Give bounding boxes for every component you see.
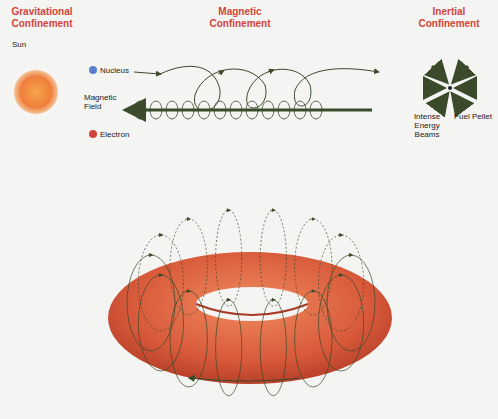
electron-dot	[89, 130, 97, 138]
nucleus-dot	[89, 66, 97, 74]
field-label: Magnetic Field	[84, 93, 124, 111]
nucleus-arrow	[134, 72, 160, 74]
heading: Magnetic Confinement	[190, 6, 290, 29]
heading: Inertial Confinement	[404, 6, 494, 29]
sun-label: Sun	[12, 40, 42, 49]
path-arrow	[268, 70, 273, 72]
torus	[108, 252, 392, 384]
nucleus-label: Nucleus	[100, 66, 150, 75]
field-lines	[127, 210, 375, 396]
torus-inner-shade	[196, 304, 308, 315]
sun	[14, 70, 58, 114]
energy-beams	[424, 66, 476, 108]
fuel-pellet	[448, 86, 452, 90]
heading: Gravitational Confinement	[4, 6, 80, 29]
electron-label: Electron	[100, 130, 150, 139]
beams-label: Intense Energy Beams	[404, 112, 450, 140]
torus-hole	[196, 287, 308, 321]
path-arrow	[218, 71, 223, 74]
torus-current-arrow	[190, 378, 300, 381]
magnetic-field-arrow	[128, 109, 372, 112]
pellet-label: Fuel Pellet	[452, 112, 494, 121]
